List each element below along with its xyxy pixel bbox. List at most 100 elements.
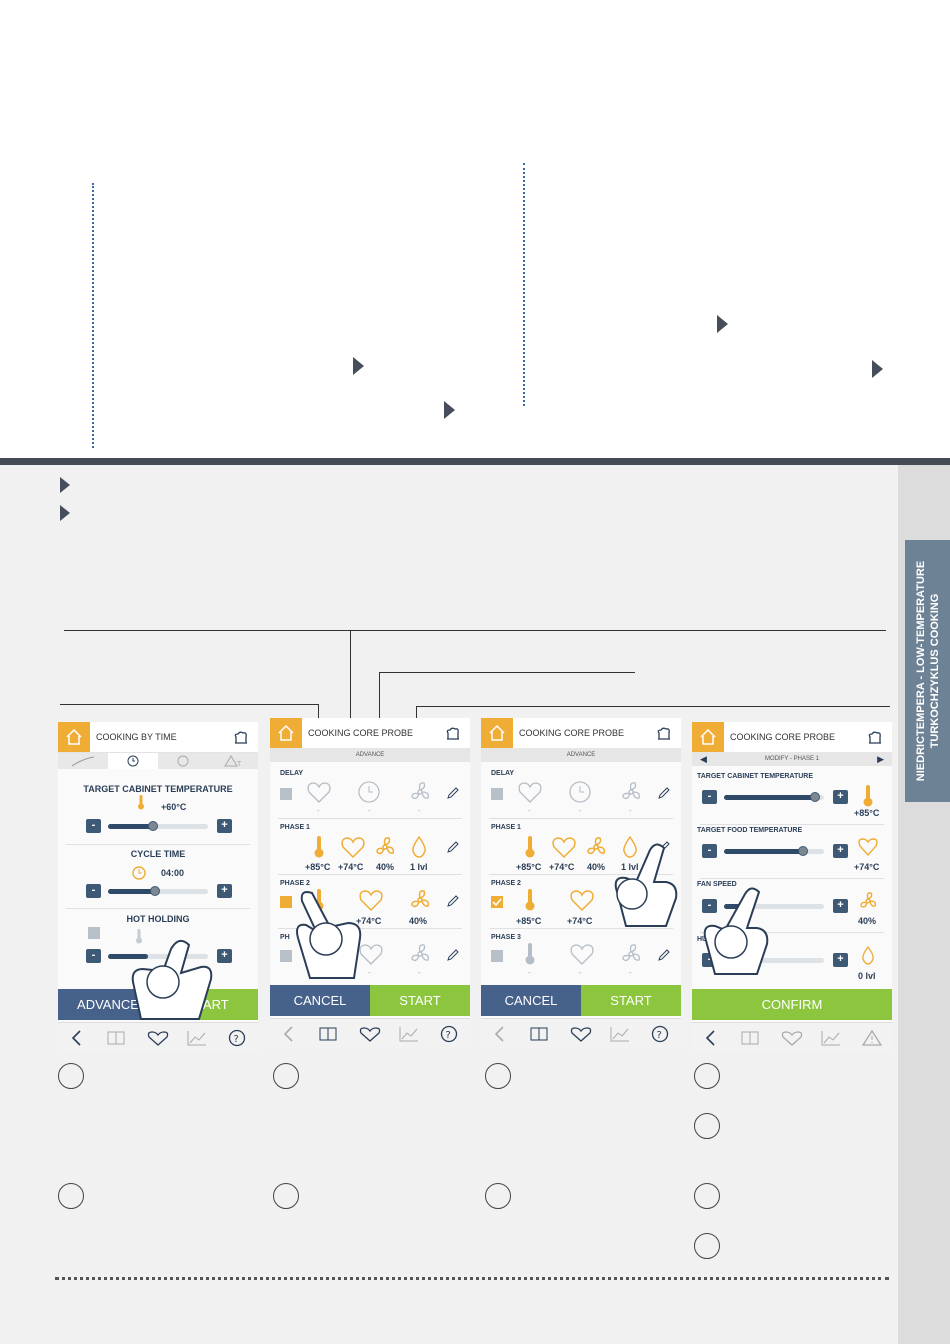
help-icon[interactable]: ? <box>651 1025 669 1043</box>
core-probe-icon[interactable] <box>358 888 384 912</box>
chef-hat-icon[interactable] <box>866 730 884 746</box>
fan-icon[interactable] <box>408 780 432 804</box>
favorite-edit-icon[interactable] <box>780 1029 804 1047</box>
phase-2-checkbox-checked[interactable] <box>491 896 503 908</box>
minus-button[interactable]: - <box>702 790 717 804</box>
tab-time[interactable] <box>108 753 158 769</box>
chef-hat-icon[interactable] <box>444 726 462 742</box>
minus-button[interactable]: - <box>702 899 717 913</box>
recipe-book-icon[interactable] <box>740 1029 760 1047</box>
phase-2-checkbox[interactable] <box>280 896 292 908</box>
fan-icon[interactable] <box>408 942 432 966</box>
phase-3-checkbox[interactable] <box>280 950 292 962</box>
back-icon[interactable] <box>493 1025 507 1043</box>
cycle-time-slider[interactable] <box>108 886 208 896</box>
fan-icon[interactable] <box>619 942 643 966</box>
plus-button[interactable]: + <box>217 949 232 963</box>
core-probe-icon[interactable] <box>306 780 332 804</box>
slider-knob[interactable] <box>798 846 808 856</box>
thermometer-icon[interactable] <box>524 942 536 966</box>
plus-button[interactable]: + <box>217 884 232 898</box>
humidity-drop-icon[interactable] <box>621 835 639 859</box>
fan-icon[interactable] <box>619 780 643 804</box>
back-icon[interactable] <box>282 1025 296 1043</box>
humidity-slider[interactable] <box>724 958 824 963</box>
delay-checkbox[interactable] <box>491 788 503 800</box>
chart-icon[interactable] <box>186 1029 208 1047</box>
prev-phase-icon[interactable]: ◀ <box>700 754 707 764</box>
chart-icon[interactable] <box>820 1029 842 1047</box>
home-button[interactable] <box>692 722 724 752</box>
delay-checkbox[interactable] <box>280 788 292 800</box>
clock-icon[interactable] <box>568 780 592 804</box>
plus-button[interactable]: + <box>833 790 848 804</box>
home-button[interactable] <box>270 718 302 748</box>
back-icon[interactable] <box>70 1029 84 1047</box>
start-button[interactable]: START <box>370 985 470 1016</box>
hot-holding-slider[interactable] <box>108 954 208 959</box>
plus-button[interactable]: + <box>833 844 848 858</box>
clock-icon[interactable] <box>357 780 381 804</box>
favorite-edit-icon[interactable] <box>358 1025 382 1043</box>
help-icon[interactable]: ? <box>228 1029 246 1047</box>
cancel-button[interactable]: CANCEL <box>270 985 370 1016</box>
fan-icon[interactable] <box>408 888 432 912</box>
help-icon[interactable]: ? <box>440 1025 458 1043</box>
home-button[interactable] <box>58 722 90 752</box>
edit-icon[interactable] <box>446 786 460 800</box>
recipe-book-icon[interactable] <box>106 1029 126 1047</box>
hot-holding-checkbox[interactable] <box>88 927 100 939</box>
home-button[interactable] <box>481 718 513 748</box>
cabinet-temp-slider[interactable] <box>724 792 824 802</box>
favorite-edit-icon[interactable] <box>146 1029 170 1047</box>
edit-icon[interactable] <box>446 948 460 962</box>
temperature-slider[interactable] <box>108 821 208 831</box>
confirm-button[interactable]: CONFIRM <box>692 989 892 1020</box>
edit-icon[interactable] <box>657 786 671 800</box>
slider-knob[interactable] <box>148 821 158 831</box>
edit-icon[interactable] <box>446 894 460 908</box>
warning-icon[interactable] <box>862 1029 882 1047</box>
minus-button[interactable]: - <box>86 949 101 963</box>
fan-icon[interactable] <box>373 835 397 859</box>
back-icon[interactable] <box>704 1029 718 1047</box>
plus-button[interactable]: + <box>833 899 848 913</box>
next-phase-icon[interactable]: ▶ <box>877 754 884 764</box>
core-probe-icon[interactable] <box>569 942 595 966</box>
cancel-button[interactable]: CANCEL <box>481 985 581 1016</box>
fan-icon[interactable] <box>173 754 193 768</box>
humidity-drop-icon[interactable] <box>410 835 428 859</box>
recipe-book-icon[interactable] <box>318 1025 338 1043</box>
minus-button[interactable]: - <box>86 819 101 833</box>
edit-icon[interactable] <box>446 840 460 854</box>
thermometer-icon[interactable] <box>524 888 536 912</box>
plus-button[interactable]: + <box>833 953 848 967</box>
core-probe-icon[interactable] <box>358 942 384 966</box>
slider-knob[interactable] <box>150 886 160 896</box>
edit-icon[interactable] <box>657 948 671 962</box>
minus-button[interactable]: - <box>702 844 717 858</box>
tab-curve-icon[interactable] <box>70 755 96 767</box>
chef-hat-icon[interactable] <box>232 730 250 746</box>
plus-button[interactable]: + <box>217 819 232 833</box>
food-temp-slider[interactable] <box>724 846 824 856</box>
core-probe-icon[interactable] <box>551 835 577 859</box>
chart-icon[interactable] <box>398 1025 420 1043</box>
core-probe-icon[interactable] <box>340 835 366 859</box>
favorite-edit-icon[interactable] <box>569 1025 593 1043</box>
recipe-book-icon[interactable] <box>529 1025 549 1043</box>
thermometer-icon[interactable] <box>313 835 325 859</box>
chef-hat-icon[interactable] <box>655 726 673 742</box>
core-probe-icon[interactable] <box>569 888 595 912</box>
sub-header: ADVANCE <box>270 748 470 762</box>
thermometer-icon[interactable] <box>524 835 536 859</box>
core-probe-icon[interactable] <box>517 780 543 804</box>
minus-button[interactable]: - <box>86 884 101 898</box>
delta-t-icon[interactable]: T <box>223 754 245 768</box>
chart-icon[interactable] <box>609 1025 631 1043</box>
slider-knob[interactable] <box>810 792 820 802</box>
phase-3-checkbox[interactable] <box>491 950 503 962</box>
start-button[interactable]: START <box>581 985 681 1016</box>
fan-icon[interactable] <box>584 835 608 859</box>
